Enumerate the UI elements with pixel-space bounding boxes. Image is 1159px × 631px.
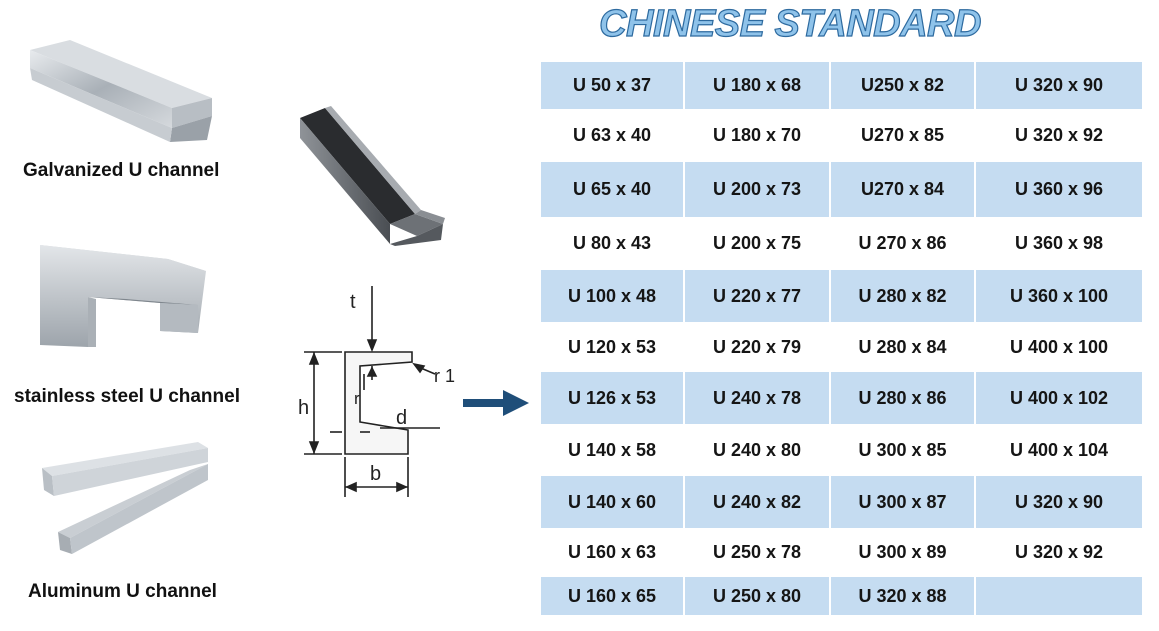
aluminum-u-channel-image [42, 442, 208, 554]
table-cell: U 360 x 100 [975, 270, 1142, 322]
table-cell: U 200 x 73 [684, 162, 831, 217]
table-cell: U 126 x 53 [541, 372, 685, 424]
table-cell: U 65 x 40 [541, 162, 685, 217]
table-cell: U 240 x 82 [684, 476, 831, 528]
diagram-label-d: d [396, 407, 407, 429]
table-cell: U 63 x 40 [541, 109, 685, 162]
table-cell: U 250 x 78 [684, 528, 831, 577]
table-cell: U 320 x 92 [975, 528, 1142, 577]
diagram-label-h: h [298, 397, 309, 419]
arrow-right-icon [463, 390, 529, 416]
table-cell: U 140 x 58 [541, 424, 685, 476]
table-cell: U 100 x 48 [541, 270, 685, 322]
table-cell: U270 x 84 [830, 162, 976, 217]
table-cell: U 50 x 37 [541, 62, 685, 109]
table-cell: U 280 x 84 [830, 322, 976, 372]
table-cell: U 160 x 63 [541, 528, 685, 577]
table-cell: U 220 x 77 [684, 270, 831, 322]
table-cell: U 270 x 86 [830, 217, 976, 270]
stainless-u-channel-image [40, 245, 206, 347]
table-cell: U 220 x 79 [684, 322, 831, 372]
diagram-label-r: r [354, 389, 360, 408]
table-cell: U 140 x 60 [541, 476, 685, 528]
table-cell: U 320 x 90 [975, 476, 1142, 528]
product-label-aluminum: Aluminum U channel [28, 581, 217, 602]
table-cell: U 200 x 75 [684, 217, 831, 270]
table-cell: U 320 x 92 [975, 109, 1142, 162]
product-label-stainless: stainless steel U channel [14, 386, 240, 407]
table-cell: U 320 x 90 [975, 62, 1142, 109]
diagram-label-t: t [350, 291, 356, 313]
table-cell: U 360 x 96 [975, 162, 1142, 217]
table-cell: U 300 x 89 [830, 528, 976, 577]
table-cell: U 400 x 100 [975, 322, 1142, 372]
table-cell: U 180 x 68 [684, 62, 831, 109]
table-cell: U 80 x 43 [541, 217, 685, 270]
table-cell: U 300 x 87 [830, 476, 976, 528]
table-cell: U 400 x 104 [975, 424, 1142, 476]
table-cell: U 160 x 65 [541, 577, 685, 615]
black-u-channel-image [300, 106, 445, 246]
table-cell: U 360 x 98 [975, 217, 1142, 270]
table-cell: U270 x 85 [830, 109, 976, 162]
u-channel-cross-section-diagram: t h r r 1 d b [298, 286, 455, 497]
page-title: CHINESE STANDARD [598, 2, 982, 45]
table-cell: U 120 x 53 [541, 322, 685, 372]
table-cell: U 320 x 88 [830, 577, 976, 615]
table-cell: U 240 x 80 [684, 424, 831, 476]
table-cell: U250 x 82 [830, 62, 976, 109]
table-cell: U 280 x 82 [830, 270, 976, 322]
table-cell: U 300 x 85 [830, 424, 976, 476]
galvanized-u-channel-image [30, 40, 212, 142]
table-cell: U 180 x 70 [684, 109, 831, 162]
table-cell: U 280 x 86 [830, 372, 976, 424]
table-cell [975, 577, 1142, 615]
diagram-label-r1: r 1 [434, 366, 455, 386]
diagram-label-b: b [370, 463, 381, 485]
table-cell: U 240 x 78 [684, 372, 831, 424]
table-cell: U 400 x 102 [975, 372, 1142, 424]
table-cell: U 250 x 80 [684, 577, 831, 615]
product-label-galvanized: Galvanized U channel [23, 160, 220, 181]
